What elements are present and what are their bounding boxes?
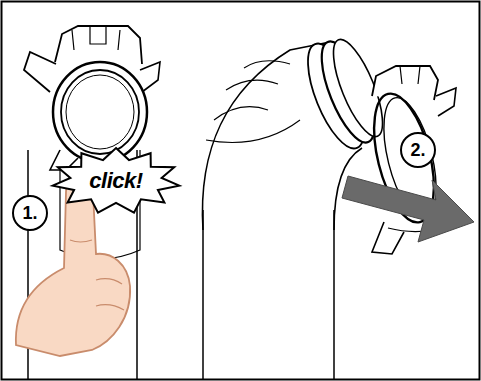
elbow-segment — [214, 61, 290, 120]
clip-detail — [400, 66, 420, 84]
clip-latch — [436, 88, 456, 116]
sound-word: click! — [89, 168, 142, 194]
knuckle-line — [70, 240, 124, 310]
motion-arrow — [342, 176, 474, 242]
clip-latch — [140, 62, 160, 92]
pipe-opening — [61, 70, 139, 154]
callout-number: 1. — [22, 203, 37, 224]
elbow-segment — [206, 120, 300, 143]
callout-number: 2. — [410, 140, 425, 161]
step-callout: 2. — [400, 132, 436, 168]
pipe-edge — [333, 210, 335, 380]
pipe-opening — [66, 75, 134, 149]
clip-bracket — [372, 66, 438, 100]
clip-detail — [72, 26, 120, 50]
step-callout: 1. — [12, 195, 48, 231]
clip-bracket — [55, 26, 142, 64]
starburst-shape — [53, 148, 180, 213]
clip-latch — [24, 52, 56, 92]
clip-hook — [372, 222, 404, 254]
click-starburst: click! — [52, 148, 180, 214]
clip-ring — [53, 62, 147, 162]
pipe-edge — [202, 210, 204, 380]
